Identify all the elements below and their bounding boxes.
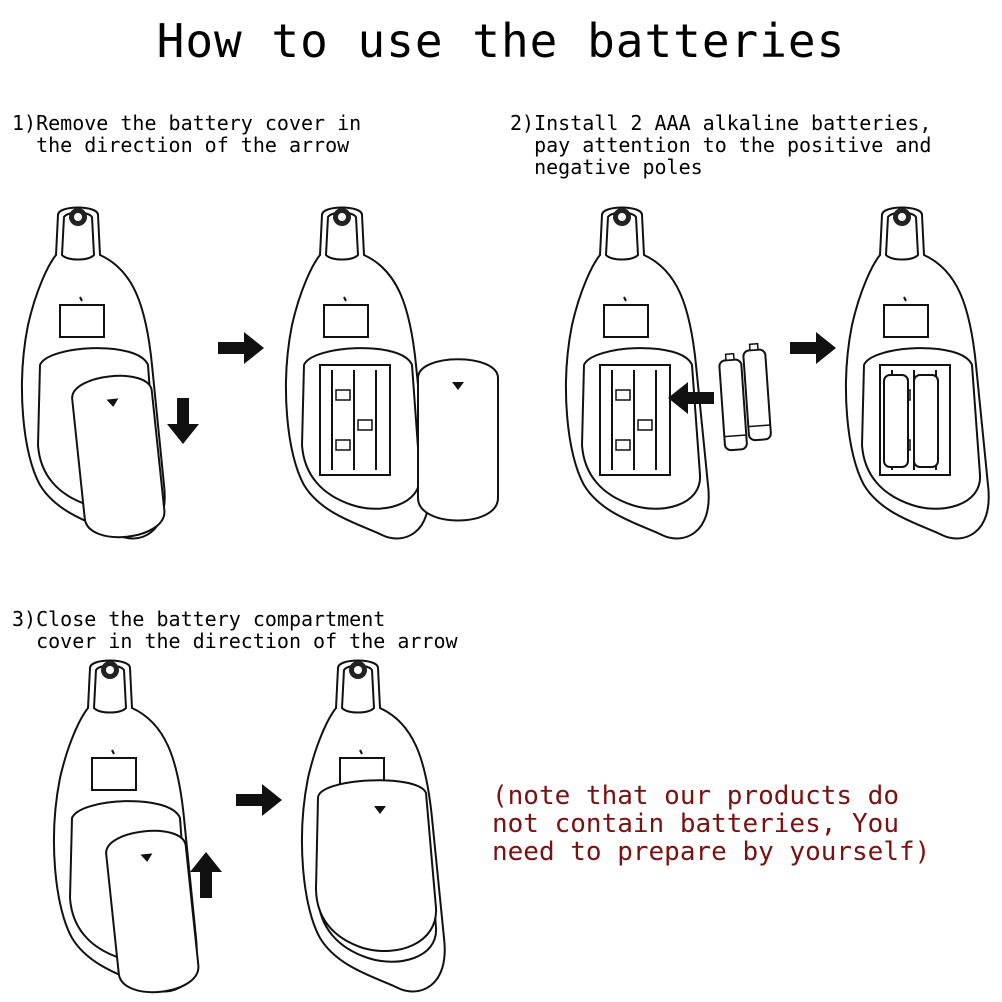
step-1-line2: the direction of the arrow [36,133,350,157]
step-3-right-arrow-icon [236,784,282,816]
step-1-text: 1)Remove the battery cover in the direct… [12,112,361,156]
step-2-device-open [564,206,710,540]
step-3-up-arrow-icon [190,852,222,898]
note-text: (note that our products do not contain b… [492,782,930,866]
step-1-removed-cover [417,358,499,522]
step-3-cover [103,826,202,997]
note-line2: not contain batteries, You [492,809,899,839]
battery-icon-1 [717,352,749,452]
step-1-line1: Remove the battery cover in [36,111,362,135]
step-3-line1: Close the battery compartment [36,607,386,631]
note-line3: need to prepare by yourself) [492,837,931,867]
page-title: How to use the batteries [156,14,846,68]
step-2-text: 2)Install 2 AAA alkaline batteries, pay … [510,112,931,178]
step-2-line1: Install 2 AAA alkaline batteries, [534,111,932,135]
step-2-right-arrow-icon [790,332,836,364]
step-1-down-arrow-icon [167,398,199,444]
step-2-device-installed [844,206,990,540]
step-2-line3: negative poles [534,155,703,179]
step-3-text: 3)Close the battery compartment cover in… [12,608,458,652]
step-2-line2: pay attention to the positive and [534,133,932,157]
step-1-right-arrow-icon [218,332,264,364]
step-3-line2: cover in the direction of the arrow [36,629,458,653]
step-1-number: 1) [12,111,37,135]
step-3-device-closed [300,659,446,993]
step-1-device-open [284,206,430,540]
battery-icon-2 [741,342,773,442]
step-3-number: 3) [12,607,37,631]
note-line1: (note that our products do [492,781,899,811]
step-2-number: 2) [510,111,535,135]
step-1-cover [69,371,168,542]
